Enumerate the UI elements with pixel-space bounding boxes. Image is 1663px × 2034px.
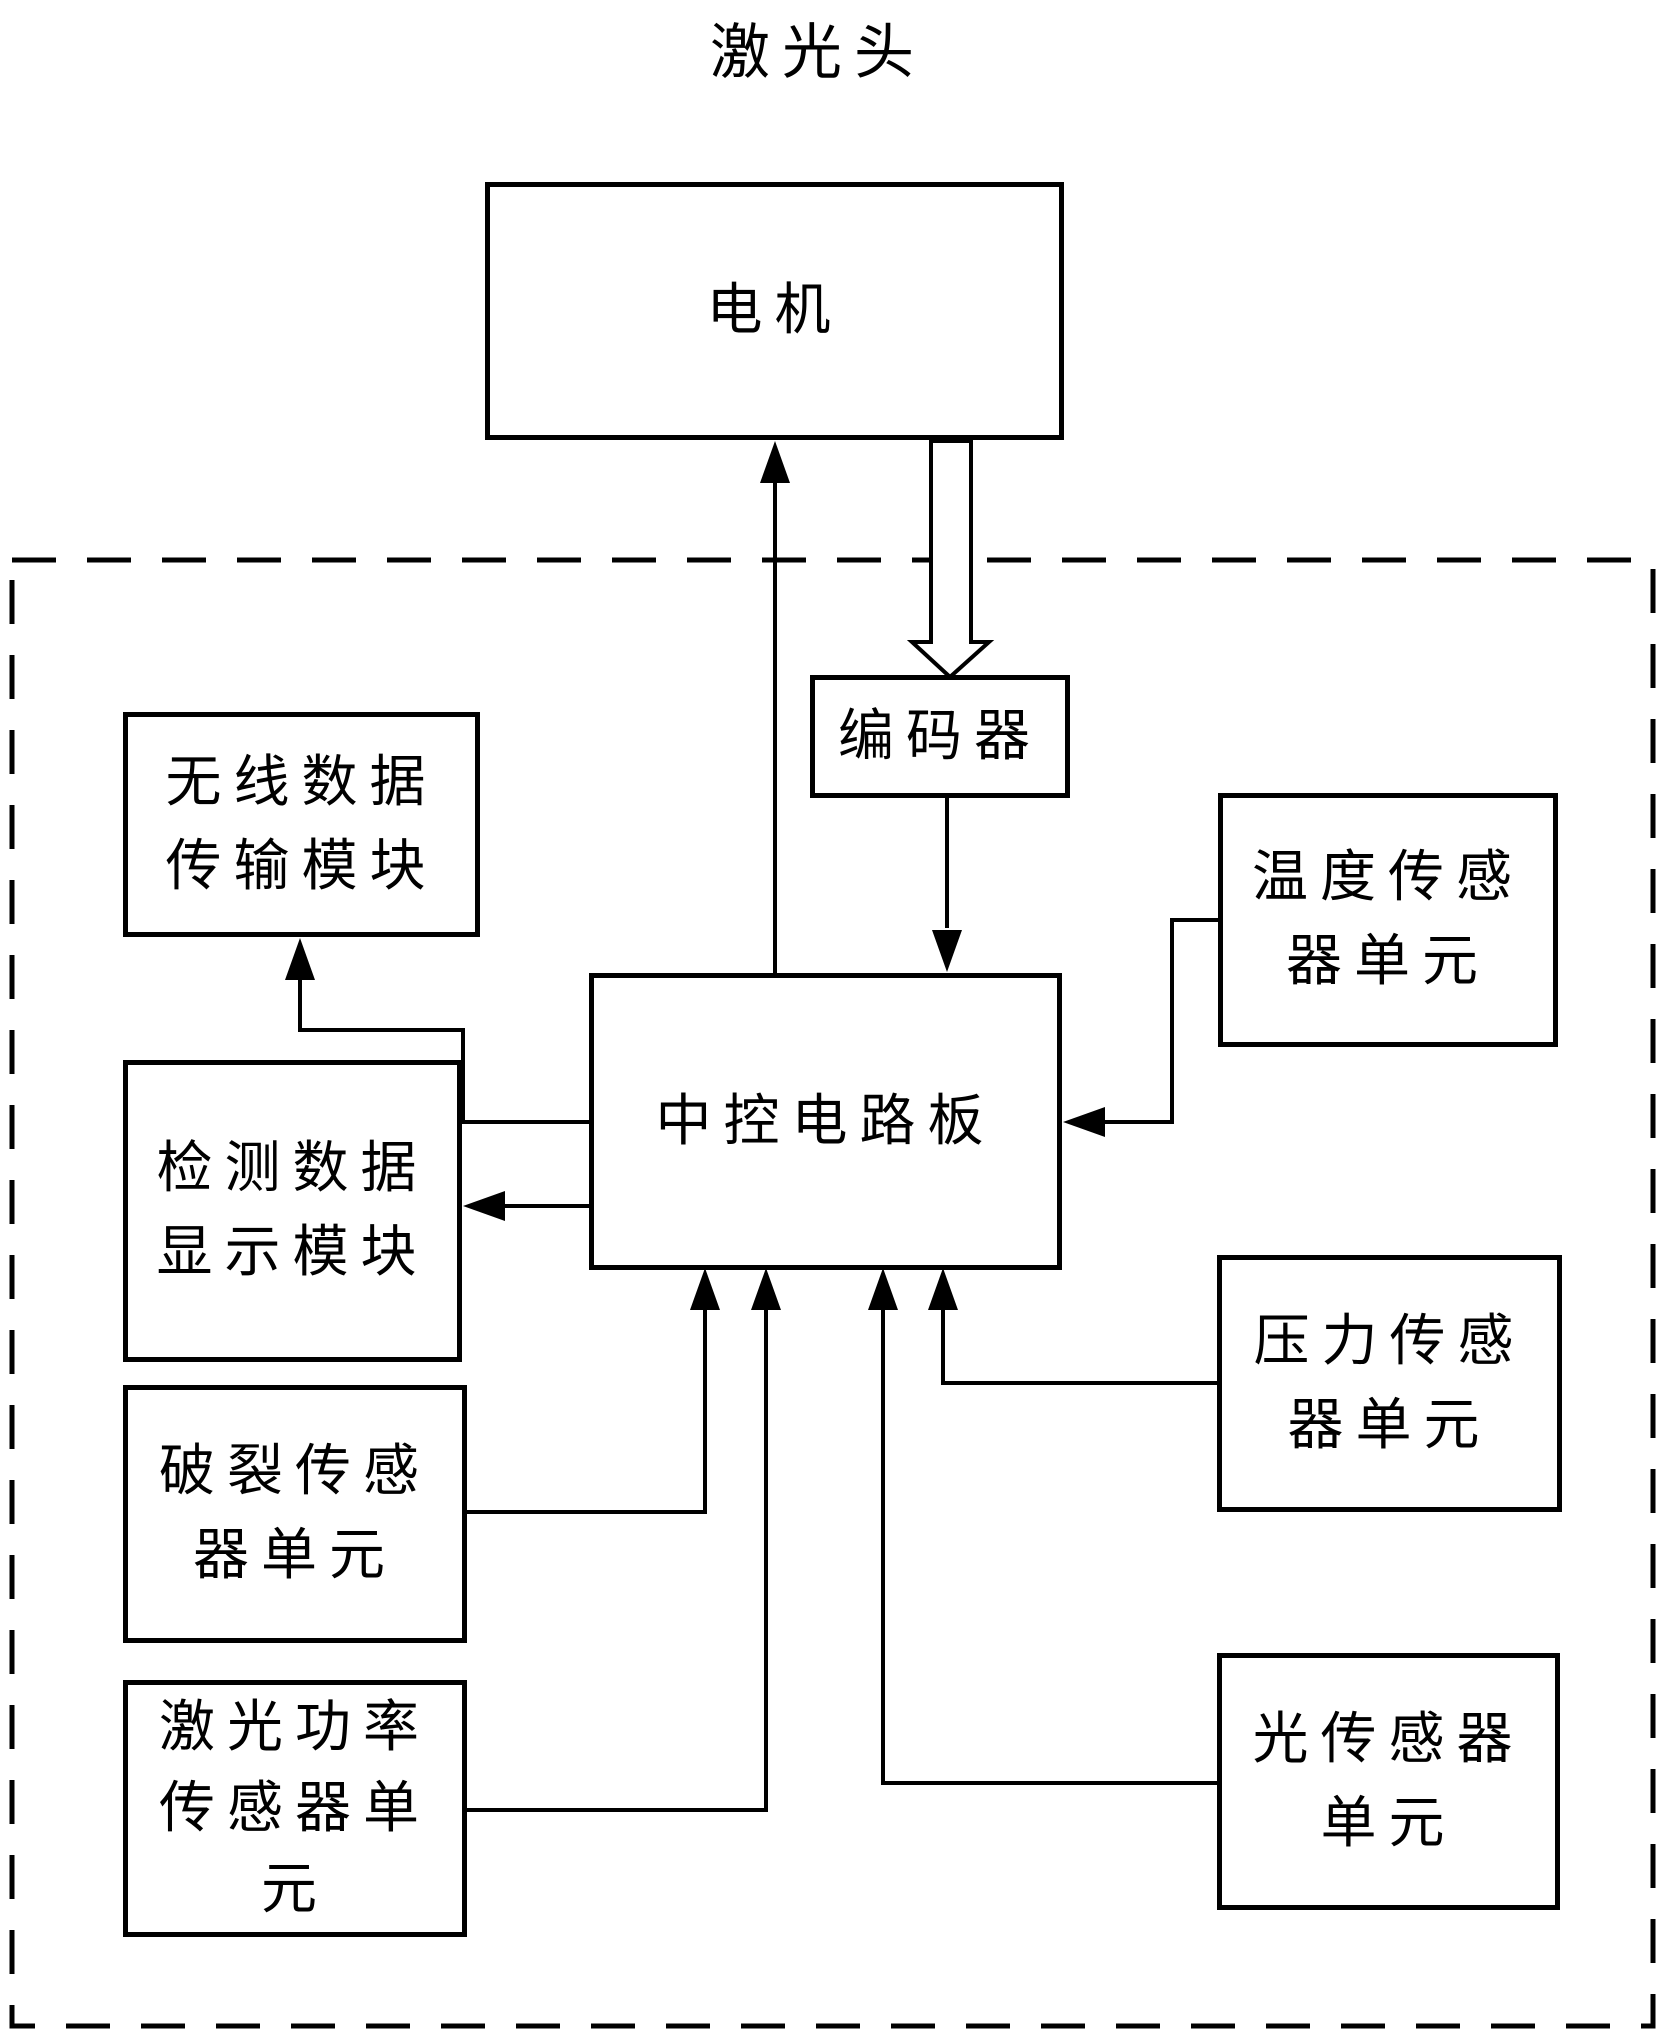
box-temperature-label: 温度传感 器单元 (1252, 845, 1524, 994)
box-light-sensor-unit: 光传感器 单元 (1217, 1653, 1560, 1910)
arrowhead-up-icon (868, 1268, 898, 1310)
box-wireless-data-transmission-module: 无线数据 传输模块 (123, 712, 480, 937)
arrow-motor-to-encoder (906, 439, 995, 680)
box-pressure-sensor-unit: 压力传感 器单元 (1217, 1255, 1562, 1512)
arrow-central-to-wireless (285, 938, 589, 1124)
arrow-shaft (941, 1310, 1217, 1385)
box-rupture-sensor-unit: 破裂传感 器单元 (123, 1385, 467, 1643)
box-detection-data-display-module: 检测数据 显示模块 (123, 1060, 462, 1362)
arrow-temperature-to-central (1063, 918, 1218, 1137)
arrow-shaft (298, 978, 589, 1124)
arrow-central-to-display (463, 1191, 589, 1221)
box-laser-power-label: 激光功率 传感器单 元 (159, 1694, 431, 1923)
arrow-shaft (1100, 918, 1218, 1124)
box-temperature-sensor-unit: 温度传感 器单元 (1218, 793, 1558, 1047)
arrow-central-to-motor (760, 441, 790, 973)
box-central-label: 中控电路板 (655, 1088, 996, 1154)
arrowhead-up-icon (285, 938, 315, 980)
arrow-encoder-to-central (932, 798, 962, 972)
arrowhead-left-icon (463, 1191, 505, 1221)
dashed-boundary (9, 557, 1656, 2029)
box-laser-power-sensor-unit: 激光功率 传感器单 元 (123, 1680, 467, 1937)
arrowhead-down-icon (932, 930, 962, 972)
arrow-light-to-central (868, 1268, 1217, 1785)
box-pressure-label: 压力传感 器单元 (1253, 1308, 1526, 1458)
arrowhead-up-icon (760, 441, 790, 483)
box-rupture-label: 破裂传感 器单元 (159, 1439, 431, 1588)
box-motor: 电机 (485, 182, 1064, 440)
box-display-label: 检测数据 显示模块 (156, 1136, 429, 1285)
arrow-shaft (881, 1310, 1217, 1785)
arrow-shaft (467, 1310, 768, 1812)
arrowhead-up-icon (690, 1268, 720, 1310)
arrow-laser-power-to-central (467, 1268, 781, 1812)
box-light-label: 光传感器 单元 (1252, 1706, 1525, 1856)
box-central-control-circuit-board: 中控电路板 (589, 973, 1062, 1270)
arrowhead-left-icon (1063, 1107, 1105, 1137)
arrowhead-up-icon (928, 1268, 958, 1310)
arrowhead-up-icon (751, 1268, 781, 1310)
diagram-title: 激光头 (710, 18, 926, 88)
arrow-shaft (467, 1310, 707, 1514)
arrow-rupture-to-central (467, 1268, 720, 1514)
box-motor-label: 电机 (706, 278, 843, 343)
box-encoder: 编码器 (810, 675, 1070, 798)
arrow-pressure-to-central (928, 1268, 1217, 1385)
box-wireless-label: 无线数据 传输模块 (165, 749, 438, 899)
box-encoder-label: 编码器 (838, 703, 1042, 769)
hollow-arrow-down-icon (906, 439, 995, 680)
